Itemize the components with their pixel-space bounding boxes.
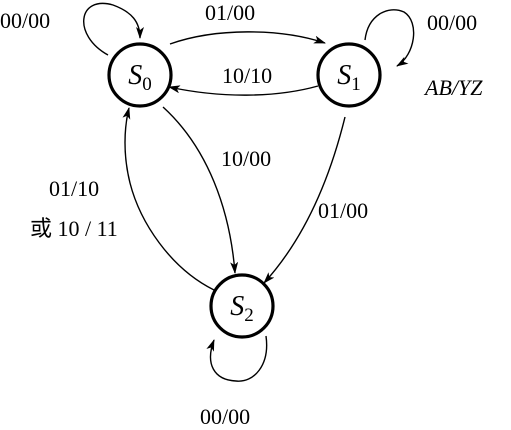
label-s2-to-s0-alt: 或 10 / 11 [30,216,118,241]
edge-s2-self-loop [206,335,268,382]
label-s1-to-s2: 01/00 [318,198,368,223]
label-s0-self-loop: 00/00 [0,8,50,33]
edge-s0-self-loop [83,2,144,56]
label-s1-to-s0: 10/10 [222,63,272,88]
svg-text:S1: S1 [337,60,361,95]
svg-text:S2: S2 [230,291,254,326]
label-s1-self-loop: 00/00 [427,10,477,35]
label-s0-to-s1: 01/00 [205,0,255,25]
label-s2-self-loop: 00/00 [200,404,250,429]
edge-s2-to-s0 [122,107,215,291]
label-s0-to-s2: 10/00 [221,146,271,171]
edge-s1-to-s0 [168,85,319,96]
label-s2-to-s0: 01/10 [49,176,99,201]
edge-s1-to-s2 [263,116,346,284]
edge-s0-to-s2 [162,106,239,274]
state-node-s0: S0 [107,42,173,108]
io-legend: AB/YZ [423,75,483,100]
state-node-s2: S2 [209,273,275,339]
edge-s0-to-s1 [169,31,326,45]
svg-text:S0: S0 [128,60,152,95]
state-node-s1: S1 [316,42,382,108]
edge-s1-self-loop [364,9,415,67]
